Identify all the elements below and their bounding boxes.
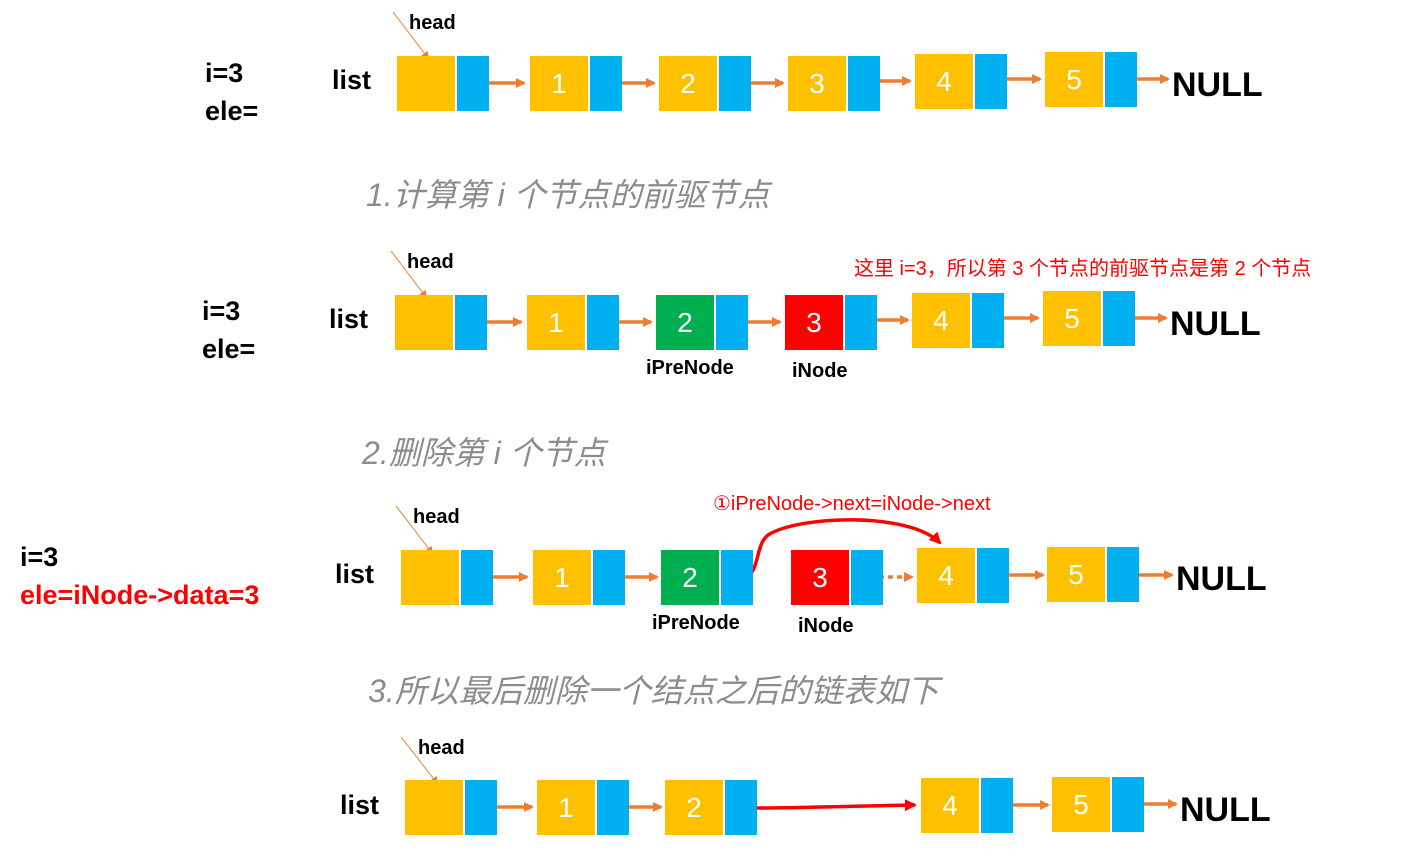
list-label: list: [329, 304, 369, 334]
var-i: i=3: [20, 542, 59, 572]
target-node: 3: [785, 295, 877, 350]
null-label: NULL: [1170, 305, 1261, 343]
list-node: 1: [527, 295, 619, 350]
note-predecessor: 这里 i=3，所以第 3 个节点的前驱节点是第 2 个节点: [854, 258, 1312, 280]
head-label: head: [409, 12, 456, 34]
list-node: 5: [1043, 291, 1135, 346]
step-1-title: 1.计算第 i 个节点的前驱节点: [366, 177, 770, 213]
list-node: 2: [659, 56, 751, 111]
var-ele: ele=iNode->data=3: [20, 580, 260, 610]
null-label: NULL: [1176, 560, 1267, 598]
inode-label: iNode: [798, 615, 854, 637]
ipre-node-label: iPreNode: [646, 357, 734, 379]
ipre-node-label: iPreNode: [652, 612, 740, 634]
list-label: list: [340, 790, 380, 820]
head-node: [401, 550, 493, 605]
list-node: 3: [788, 56, 880, 111]
head-node: [395, 295, 487, 350]
head-label: head: [418, 737, 465, 759]
var-i: i=3: [205, 58, 244, 88]
list-node: 2: [665, 780, 757, 835]
null-label: NULL: [1180, 791, 1271, 829]
inode-label: iNode: [792, 360, 848, 382]
var-ele: ele=: [202, 334, 256, 364]
list-node: 1: [537, 780, 629, 835]
head-label: head: [413, 506, 460, 528]
list-node: 5: [1045, 52, 1137, 107]
var-ele: ele=: [205, 96, 259, 126]
list-label: list: [335, 559, 375, 589]
list-node: 4: [921, 778, 1013, 833]
list-node: 5: [1052, 777, 1144, 832]
head-node: [405, 780, 497, 835]
list-node: 4: [917, 548, 1009, 603]
pre-node: 2: [661, 550, 753, 605]
list-node: 4: [915, 54, 1007, 109]
list-label: list: [332, 65, 372, 95]
target-node: 3: [791, 550, 883, 605]
list-node: 1: [530, 56, 622, 111]
list-node: 1: [533, 550, 625, 605]
head-node: [397, 56, 489, 111]
list-node: 5: [1047, 547, 1139, 602]
step-3-title: 3.所以最后删除一个结点之后的链表如下: [368, 673, 939, 709]
var-i: i=3: [202, 296, 241, 326]
null-label: NULL: [1172, 66, 1263, 104]
step-2-title: 2.删除第 i 个节点: [362, 435, 606, 471]
head-label: head: [407, 251, 454, 273]
note-relink: ①iPreNode->next=iNode->next: [713, 493, 991, 515]
pre-node: 2: [656, 295, 748, 350]
list-node: 4: [912, 293, 1004, 348]
